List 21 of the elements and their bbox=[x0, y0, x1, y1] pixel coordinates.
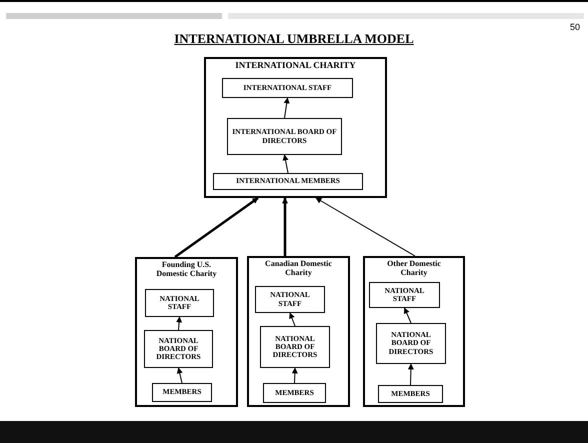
arrow bbox=[292, 367, 298, 384]
organization-box bbox=[135, 257, 238, 407]
diagram-title: INTERNATIONAL UMBRELLA MODEL bbox=[173, 31, 415, 47]
arrow bbox=[176, 316, 182, 330]
arrow bbox=[289, 312, 296, 326]
organization-box bbox=[204, 57, 387, 198]
arrow bbox=[404, 307, 412, 324]
page-number: 50 bbox=[570, 22, 580, 32]
arrow bbox=[315, 198, 416, 256]
organization-box bbox=[363, 256, 465, 407]
organization-heading: INTERNATIONAL CHARITY bbox=[234, 61, 357, 71]
arrow bbox=[174, 196, 259, 258]
arrow bbox=[284, 97, 290, 118]
arrow bbox=[282, 154, 288, 174]
organization-box bbox=[247, 256, 350, 407]
organization-heading: Founding U.S. Domestic Charity bbox=[155, 261, 218, 279]
organization-heading: Other Domestic Charity bbox=[386, 260, 442, 278]
arrow bbox=[408, 363, 414, 386]
organization-heading: Canadian Domestic Charity bbox=[264, 260, 333, 278]
arrow bbox=[176, 367, 183, 384]
arrow bbox=[282, 197, 288, 256]
